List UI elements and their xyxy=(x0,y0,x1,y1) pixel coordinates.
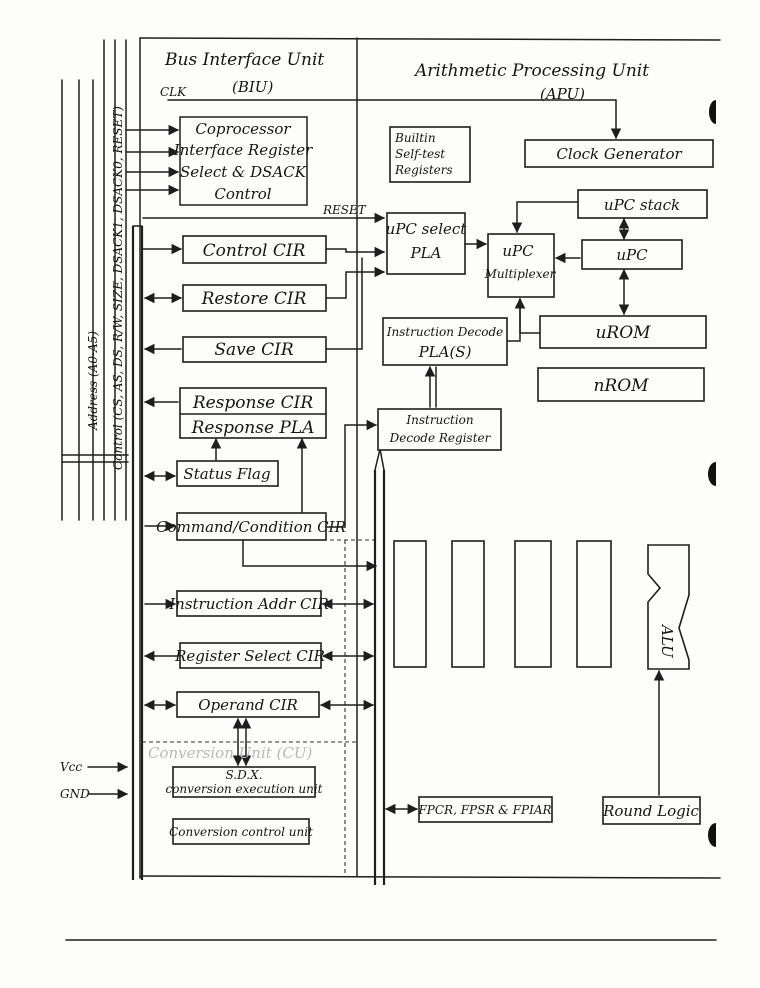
biu-title: Bus Interface Unit xyxy=(164,50,324,70)
svg-text:Instruction Decode: Instruction Decode xyxy=(386,325,504,339)
register-select-cir-label: Register Select CIR xyxy=(174,647,325,665)
clock-generator xyxy=(524,139,714,168)
apu-title: Arithmetic Processing Unit xyxy=(413,61,649,81)
status-flag xyxy=(176,460,279,487)
register-column-3 xyxy=(514,540,552,668)
reset-label: RESET xyxy=(322,203,367,217)
conversion-control-unit-label: Conversion control unit xyxy=(169,825,313,839)
gnd-label: GND xyxy=(60,787,90,801)
register-file-columns xyxy=(393,540,612,668)
register-column-2 xyxy=(451,540,485,668)
operand-cir xyxy=(176,691,320,718)
cu-title: Conversion Unit (CU) xyxy=(148,744,313,762)
upc-select-pla xyxy=(386,212,466,275)
biu-abbr: (BIU) xyxy=(232,78,273,96)
svg-text:Coprocessor: Coprocessor xyxy=(195,120,291,138)
operand-cir-label: Operand CIR xyxy=(198,696,298,714)
svg-text:uPC: uPC xyxy=(502,242,534,260)
coprocessor-interface-block: Coprocessor Interface Register Select & … xyxy=(173,116,313,206)
apu-abbr: (APU) xyxy=(540,85,585,103)
alu-block: ALU xyxy=(647,544,690,670)
control-cir-label: Control CIR xyxy=(203,241,306,261)
command-condition-cir xyxy=(176,512,327,541)
register-column-4 xyxy=(576,540,612,668)
svg-text:Control: Control xyxy=(214,185,271,203)
instruction-decode-register xyxy=(377,408,502,451)
bist-registers xyxy=(389,126,471,183)
instruction-addr-cir xyxy=(176,590,322,617)
upc-label: uPC xyxy=(616,246,648,264)
svg-text:Decode Register: Decode Register xyxy=(389,431,492,445)
svg-text:PLA: PLA xyxy=(410,244,442,262)
svg-text:Multiplexer: Multiplexer xyxy=(484,267,557,281)
status-flag-label: Status Flag xyxy=(183,465,270,483)
svg-text:Select & DSACK: Select & DSACK xyxy=(180,163,307,181)
upc-register xyxy=(581,239,683,270)
save-cir-label: Save CIR xyxy=(214,340,294,360)
nrom-label: nROM xyxy=(593,376,649,396)
svg-text:Self-test: Self-test xyxy=(395,147,445,161)
svg-text:PLA(S): PLA(S) xyxy=(418,343,472,361)
apu-internal-bus xyxy=(373,448,386,885)
clk-line xyxy=(167,99,622,140)
sdx-label: S.D.X. xyxy=(226,768,263,782)
control-cir xyxy=(182,235,327,264)
conversion-unit: Conversion Unit (CU) S.D.X. conversion e… xyxy=(142,741,357,845)
page-punch-holes xyxy=(708,100,716,847)
alu-label: ALU xyxy=(658,623,676,659)
svg-text:Instruction: Instruction xyxy=(405,413,473,427)
register-select-cir xyxy=(179,642,322,669)
biu-internal-bus xyxy=(131,225,144,880)
svg-text:Interface Register: Interface Register xyxy=(173,141,313,159)
command-cir-label: Command/Condition CIR xyxy=(156,518,346,536)
svg-text:Registers: Registers xyxy=(394,163,453,177)
clock-generator-label: Clock Generator xyxy=(556,145,682,163)
upc-stack-label: uPC stack xyxy=(604,196,680,214)
svg-text:Builtin: Builtin xyxy=(394,131,436,145)
urom-label: uROM xyxy=(595,323,651,343)
control-bus-label: Control (CS, AS, DS, R/W, SIZE, DSACK1, … xyxy=(111,106,125,470)
restore-cir-label: Restore CIR xyxy=(201,289,307,309)
nrom xyxy=(537,367,705,402)
address-bus-label: Address (A0-A5) xyxy=(86,331,100,431)
response-pla-label: Response PLA xyxy=(191,418,315,438)
upc-stack xyxy=(577,189,708,219)
system-bus-lines xyxy=(61,39,129,521)
biu-clk-label: CLK xyxy=(160,85,187,99)
urom xyxy=(539,315,707,349)
round-logic xyxy=(602,796,701,825)
conversion-execution-unit-label: conversion execution unit xyxy=(165,782,322,796)
save-cir xyxy=(182,336,327,363)
instruction-addr-cir-label: Instruction Addr CIR xyxy=(168,595,329,613)
fpcr-label: FPCR, FPSR & FPIAR xyxy=(417,803,551,817)
round-logic-label: Round Logic xyxy=(602,802,699,820)
fpcr-fpsr-fpiar xyxy=(418,796,553,823)
upc-multiplexer xyxy=(487,233,555,298)
response-cir-label: Response CIR xyxy=(192,393,314,413)
register-column-1 xyxy=(393,540,427,668)
svg-text:uPC select: uPC select xyxy=(386,220,468,238)
vcc-label: Vcc xyxy=(60,760,82,774)
response-block: Response CIR Response PLA xyxy=(179,387,327,439)
